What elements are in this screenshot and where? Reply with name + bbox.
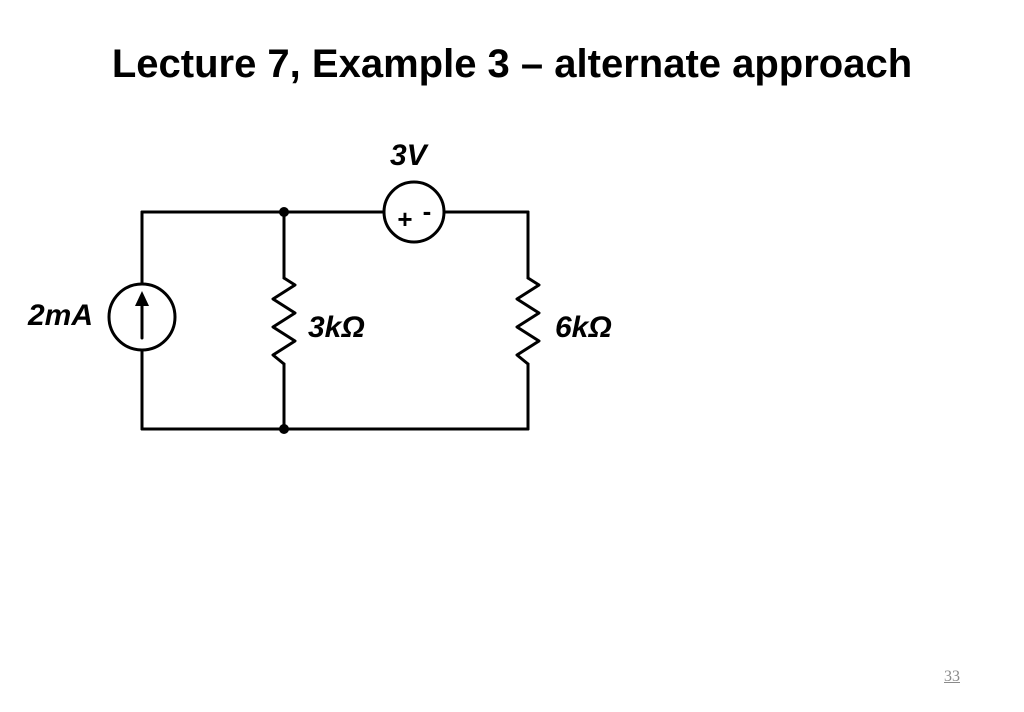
voltage-source-circle — [382, 180, 446, 244]
current-source-circle — [107, 282, 177, 352]
current-source-label: 2mA — [27, 299, 93, 332]
resistor-3k-zigzag — [271, 276, 297, 366]
resistor-6k-zigzag — [515, 276, 541, 366]
voltage-source-minus: - — [423, 196, 432, 226]
up-arrow-head-icon — [135, 291, 149, 306]
junction-node-top — [279, 207, 289, 217]
resistor-6k-label: 6kΩ — [555, 311, 612, 344]
resistor-3k-label: 3kΩ — [308, 311, 365, 344]
voltage-source-label: 3V — [390, 139, 430, 172]
page-number: 33 — [944, 668, 960, 685]
slide-title: Lecture 7, Example 3 – alternate approac… — [111, 42, 913, 86]
junction-node-bottom — [279, 424, 289, 434]
voltage-source-plus: + — [397, 204, 412, 234]
